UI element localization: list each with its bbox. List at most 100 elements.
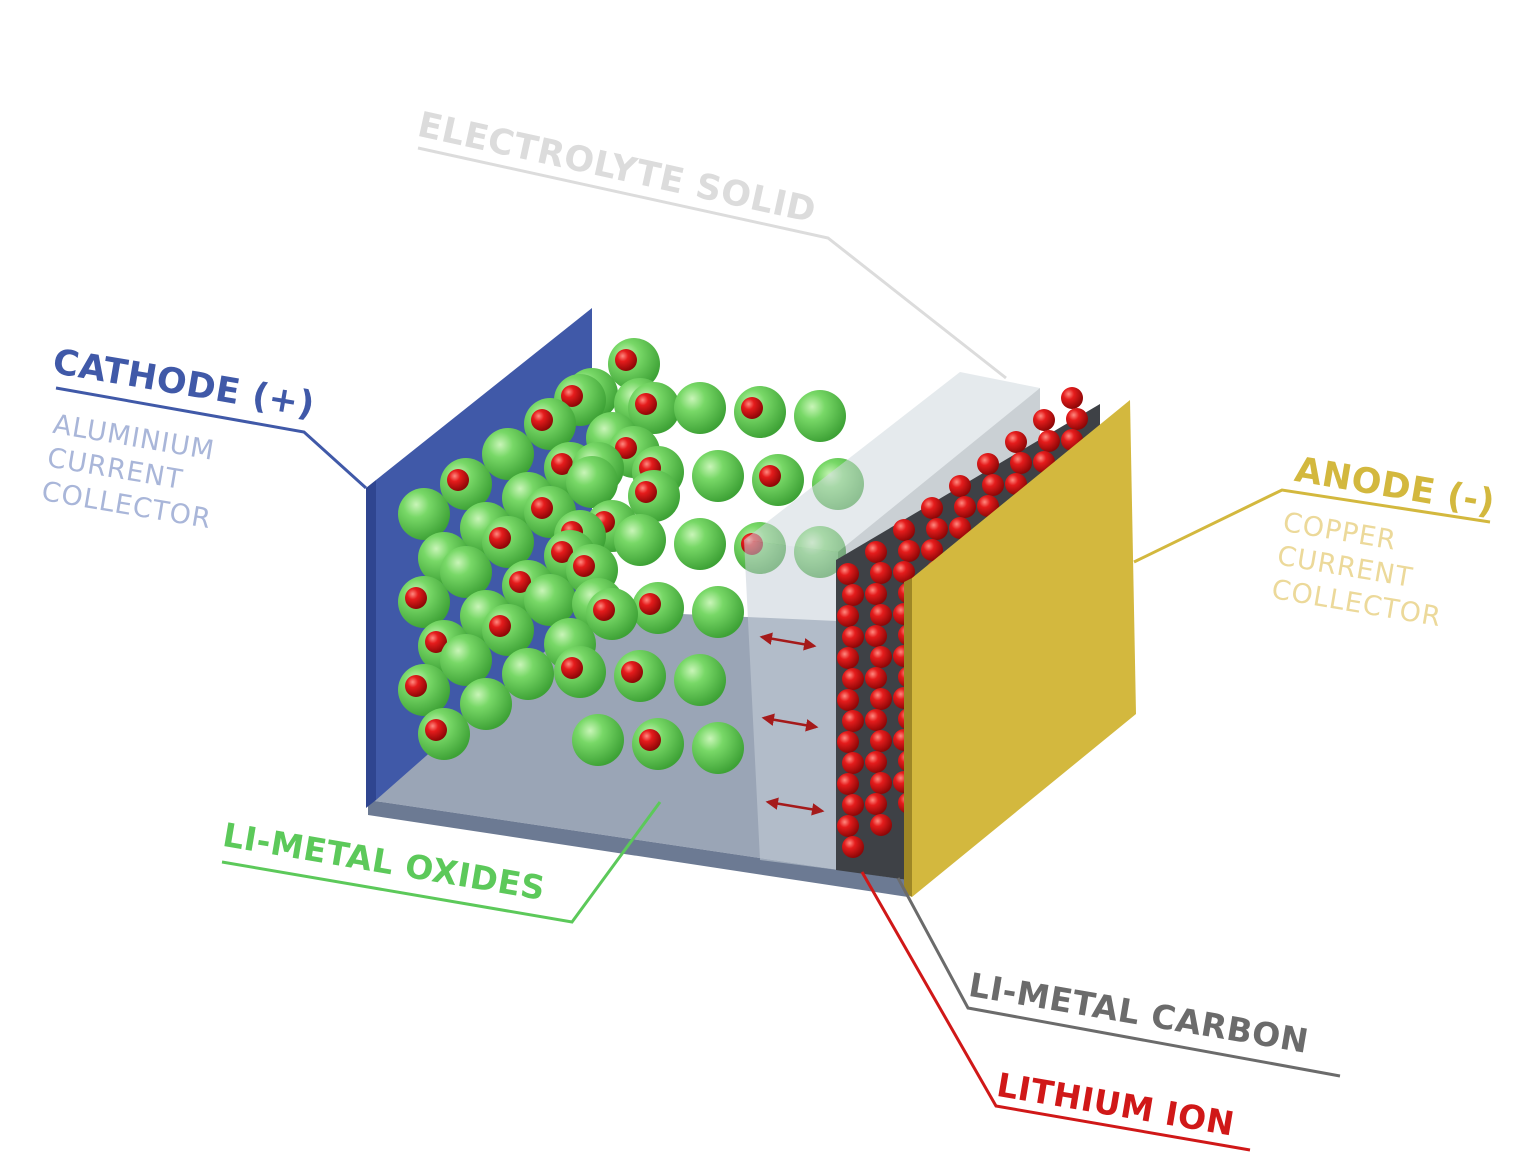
lithium-ion-particle xyxy=(1061,387,1083,409)
lithium-ion-particle xyxy=(865,583,887,605)
lithium-ion-particle xyxy=(837,689,859,711)
lithium-ion-particle xyxy=(837,815,859,837)
lithium-ion-dot xyxy=(621,661,643,683)
lithium-ion-dot xyxy=(425,719,447,741)
ion-arrow xyxy=(759,632,817,651)
lithium-ion-particle xyxy=(837,647,859,669)
lithium-ion-dot xyxy=(551,453,573,475)
lithium-ion-particle xyxy=(893,561,915,583)
lithium-ion-dot xyxy=(615,349,637,371)
lithium-ion-dot xyxy=(489,615,511,637)
lithium-ion-particle xyxy=(921,539,943,561)
base-plate-front xyxy=(368,800,908,897)
li-metal-oxide-particle xyxy=(692,722,744,774)
lithium-ion-particle xyxy=(870,604,892,626)
lithium-ion-particle xyxy=(842,584,864,606)
lithium-ion-particle xyxy=(870,730,892,752)
lithium-ion-dot xyxy=(573,555,595,577)
li-metal-oxide-particle xyxy=(572,714,624,766)
li-metal-oxide-particle xyxy=(502,648,554,700)
lithium-ion-particle xyxy=(870,646,892,668)
anode-plate-side xyxy=(904,578,912,897)
lithium-ion-particle xyxy=(865,541,887,563)
li-metal-oxide-particle xyxy=(674,382,726,434)
carbon-leader-line xyxy=(896,877,1341,1078)
lithium-ion-dot xyxy=(561,385,583,407)
lithium-ion-particle xyxy=(949,475,971,497)
lithium-ion-particle xyxy=(842,752,864,774)
anode-plate xyxy=(912,400,1136,897)
lithium-ion-particle xyxy=(837,773,859,795)
anode-leader-line xyxy=(1133,488,1491,564)
li-metal-oxide-particle xyxy=(460,678,512,730)
lithium-ion-particle xyxy=(926,518,948,540)
lithium-ion-particle xyxy=(870,814,892,836)
li-metal-oxide-particle xyxy=(692,450,744,502)
lithium-ion-particle xyxy=(898,540,920,562)
li-metal-oxide-particle xyxy=(674,654,726,706)
lithium-ion-particle xyxy=(865,667,887,689)
lithium-ion-dot xyxy=(635,393,657,415)
lithium-ion-particle xyxy=(865,625,887,647)
cathode-leader-line xyxy=(55,386,368,490)
lithium-ion-particle xyxy=(837,563,859,585)
oxides-leader-line xyxy=(221,801,662,924)
lithium-ion-particle xyxy=(842,626,864,648)
lithium-ion-particle xyxy=(982,474,1004,496)
lithium-ion-particle xyxy=(865,751,887,773)
li-metal-oxide-particle xyxy=(674,518,726,570)
lithium-ion-particle xyxy=(1038,430,1060,452)
lithium-ion-dot xyxy=(635,481,657,503)
lithium-ion-dot xyxy=(639,729,661,751)
lithium-ion-dot xyxy=(531,409,553,431)
electrolyte-leader-line xyxy=(417,146,1007,380)
lithium-ion-dot xyxy=(425,631,447,653)
lithium-ion-dot xyxy=(405,675,427,697)
lithium-ion-dot xyxy=(561,657,583,679)
lithium-ion-particle xyxy=(1066,408,1088,430)
lithium-ion-particle xyxy=(842,710,864,732)
li-metal-oxide-particle xyxy=(398,488,450,540)
li-metal-oxide-particle xyxy=(440,546,492,598)
lithium-ion-particle xyxy=(865,793,887,815)
lithium-ion-particle xyxy=(1005,431,1027,453)
lithium-ion-dot xyxy=(639,593,661,615)
lithium-ion-particle xyxy=(870,772,892,794)
cathode-plate-side xyxy=(366,480,376,808)
lithium-ion-particle xyxy=(1033,409,1055,431)
ion-arrow xyxy=(761,713,819,732)
li-metal-oxide-particle xyxy=(566,456,618,508)
lithium-ion-dot xyxy=(405,587,427,609)
li-metal-oxide-particle xyxy=(482,428,534,480)
ion-movement-arrows xyxy=(759,632,825,816)
li-metal-oxide-particle xyxy=(692,586,744,638)
lithium-ion-particle xyxy=(949,517,971,539)
lithium-ion-particle xyxy=(837,731,859,753)
lithium-ion-dot xyxy=(447,469,469,491)
ion-arrow xyxy=(765,797,825,816)
lithium-ion-dot xyxy=(615,437,637,459)
lithium-ion-dot xyxy=(741,397,763,419)
lithium-ion-dot xyxy=(531,497,553,519)
lithium-ion-dot xyxy=(551,541,573,563)
lithium-ion-particle xyxy=(837,605,859,627)
lithium-ion-dot xyxy=(759,465,781,487)
lithium-ion-particle xyxy=(921,497,943,519)
lithium-ion-particle xyxy=(842,836,864,858)
lithium-ion-particle xyxy=(1010,452,1032,474)
lithium-ion-particle xyxy=(893,519,915,541)
lithium-ion-particle xyxy=(865,709,887,731)
lithium-ion-particle xyxy=(977,453,999,475)
lithium-ion-dot xyxy=(509,571,531,593)
lithium-leader-line xyxy=(860,871,1251,1152)
lithium-ion-dot xyxy=(593,599,615,621)
li-metal-oxide-particle xyxy=(614,514,666,566)
lithium-ion-particle xyxy=(954,496,976,518)
li-metal-oxide-particle xyxy=(440,634,492,686)
lithium-ion-particle xyxy=(842,668,864,690)
li-metal-oxide-particle xyxy=(524,574,576,626)
lithium-ion-particle xyxy=(842,794,864,816)
li-metal-oxide-particle xyxy=(794,390,846,442)
lithium-ion-dot xyxy=(489,527,511,549)
